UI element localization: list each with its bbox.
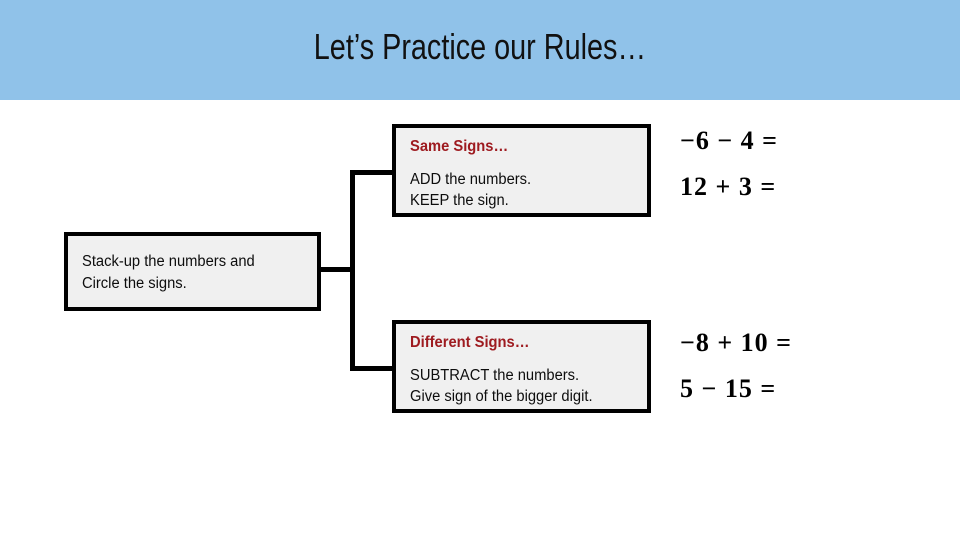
flowchart-box-parent: Stack-up the numbers and Circle the sign… xyxy=(64,232,321,311)
same-signs-equation-group: −6 − 4 = 12 + 3 = xyxy=(680,118,778,209)
title-banner: Let’s Practice our Rules… xyxy=(0,0,960,100)
different-signs-body: SUBTRACT the numbers. Give sign of the b… xyxy=(410,367,593,406)
equation-line: −8 + 10 = xyxy=(680,328,792,357)
connector-branch-bottom xyxy=(350,366,394,371)
equation-line: 5 − 15 = xyxy=(680,373,777,403)
slide-title: Let’s Practice our Rules… xyxy=(313,26,647,67)
same-signs-heading: Same Signs… xyxy=(410,138,509,155)
different-signs-heading: Different Signs… xyxy=(410,334,530,351)
equation-line: −6 − 4 = xyxy=(680,126,778,155)
different-signs-equation-group: −8 + 10 = 5 − 15 = xyxy=(680,320,792,411)
connector-branch-top xyxy=(350,170,394,175)
connector-trunk xyxy=(350,170,355,371)
flowchart-box-same-signs: Same Signs… ADD the numbers. KEEP the si… xyxy=(392,124,651,217)
parent-box-text: Stack-up the numbers and Circle the sign… xyxy=(82,253,255,292)
equation-line: 12 + 3 = xyxy=(680,171,777,201)
connector-stem xyxy=(320,267,355,272)
flowchart-box-different-signs: Different Signs… SUBTRACT the numbers. G… xyxy=(392,320,651,413)
same-signs-body: ADD the numbers. KEEP the sign. xyxy=(410,171,532,210)
